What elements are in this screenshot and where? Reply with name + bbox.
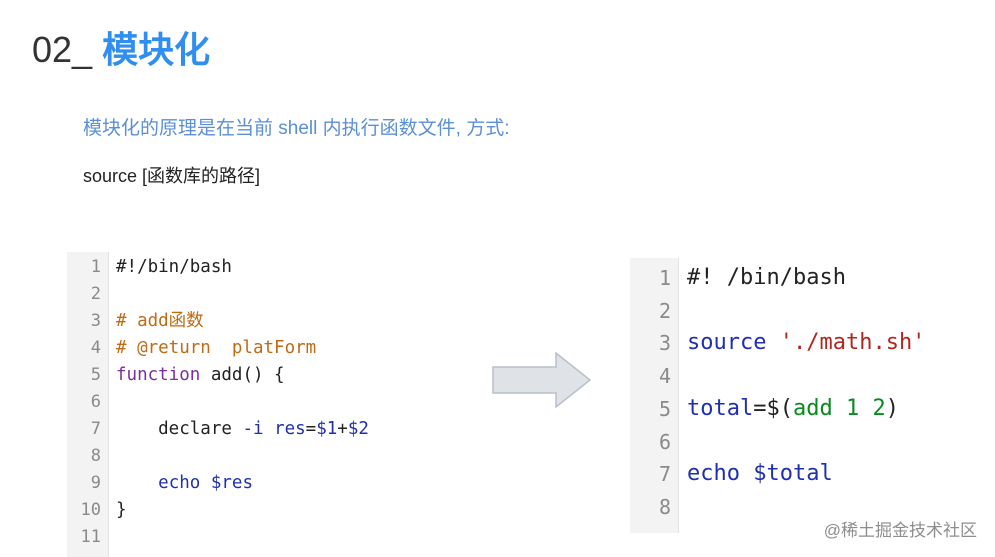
code-token: #! /bin/bash [687, 265, 846, 290]
line-number-gutter [630, 258, 679, 533]
code-token: add() { [200, 365, 285, 385]
code-token: -i [242, 419, 264, 439]
code-line: 3 # add函数 [67, 308, 467, 335]
line-number: 9 [90, 473, 101, 493]
title-name: 模块化 [102, 29, 211, 70]
line-number: 7 [658, 462, 671, 487]
code-text: function add() { [116, 362, 285, 389]
description-text: 模块化的原理是在当前 shell 内执行函数文件, 方式: [83, 118, 510, 139]
title-number: 02_ [32, 29, 93, 70]
code-token [766, 330, 779, 355]
line-number-gutter [67, 252, 109, 557]
code-line: 5 function add() { [67, 362, 467, 389]
code-token: + [337, 419, 348, 439]
code-text: total=$(add 1 2) [687, 393, 899, 426]
line-number: 2 [90, 284, 101, 304]
code-token [116, 473, 158, 493]
code-line: 2 [67, 281, 467, 308]
code-line: 7 declare -i res=$1+$2 [67, 416, 467, 443]
code-token: source [687, 330, 767, 356]
line-number: 2 [658, 298, 671, 323]
code-line: 4 # @return platForm [67, 335, 467, 362]
code-text: # add函数 [116, 308, 204, 335]
code-token: # @return platForm [116, 338, 317, 358]
line-number: 10 [80, 500, 101, 520]
code-text: #!/bin/bash [116, 254, 232, 281]
code-token: echo [158, 473, 201, 493]
line-number: 5 [658, 396, 671, 421]
code-text: echo $total [687, 458, 833, 491]
code-token: =$( [753, 395, 793, 421]
code-text: source './math.sh' [687, 327, 925, 360]
code-text: #! /bin/bash [687, 262, 846, 295]
line-number: 1 [658, 266, 671, 290]
code-token: ) [885, 395, 899, 421]
math-sh-code-block: 1 #!/bin/bash 2 3 # add函数 4 # @return platForm… [67, 252, 467, 557]
code-token: function [116, 365, 201, 385]
code-line: 2 [630, 295, 970, 328]
code-line: 3 source './math.sh' [630, 327, 970, 360]
code-line: 6 [630, 426, 970, 459]
code-line: 4 [630, 360, 970, 393]
line-number: 4 [658, 364, 671, 389]
code-token: $total [753, 461, 833, 487]
code-token: $1 [316, 419, 338, 439]
code-token [264, 419, 275, 439]
code-line: 9 echo $res [67, 470, 467, 497]
main-sh-code-block: 1 #! /bin/bash 2 3 source './math.sh' 4 5 total… [630, 258, 970, 533]
code-token: # add函数 [116, 311, 204, 331]
line-number: 6 [90, 392, 101, 412]
code-line: 1 #! /bin/bash [630, 262, 970, 295]
code-text: echo $res [116, 470, 253, 497]
code-token: add 1 2 [792, 395, 886, 421]
code-line: 11 [67, 524, 467, 551]
code-text: declare -i res=$1+$2 [116, 416, 369, 443]
right-arrow-shape [492, 352, 592, 408]
code-token: $res [210, 473, 254, 493]
code-line: 8 [630, 491, 970, 524]
code-line: 5 total=$(add 1 2) [630, 393, 970, 426]
line-number: 5 [90, 365, 101, 385]
syntax-text: source [函数库的路径] [83, 166, 261, 186]
code-token [200, 473, 211, 493]
code-token: total [687, 395, 754, 421]
code-token: #!/bin/bash [116, 257, 232, 277]
right-arrow-icon [492, 352, 592, 408]
code-text: } [116, 497, 127, 524]
line-number: 6 [658, 429, 671, 454]
code-token: $2 [347, 419, 369, 439]
code-line: 7 echo $total [630, 458, 970, 491]
line-number: 8 [658, 494, 671, 519]
code-token: declare [116, 419, 243, 439]
code-token: './math.sh' [779, 330, 926, 356]
code-token: = [305, 419, 317, 439]
code-line: 1 #!/bin/bash [67, 254, 467, 281]
code-token: res [274, 419, 306, 439]
line-number: 3 [658, 331, 671, 356]
code-text: # @return platForm [116, 335, 316, 362]
line-number: 3 [90, 311, 101, 331]
code-token: } [116, 500, 127, 520]
code-token: echo [687, 461, 740, 487]
page-title: 02_ 模块化 [32, 28, 210, 72]
source-credit: @稀土掘金技术社区 [823, 521, 977, 540]
code-line: 6 [67, 389, 467, 416]
line-number: 1 [90, 257, 101, 277]
line-number: 7 [90, 419, 101, 439]
line-number: 4 [90, 338, 101, 358]
code-token [740, 461, 753, 486]
code-line: 8 [67, 443, 467, 470]
code-line: 10} [67, 497, 467, 524]
line-number: 11 [80, 527, 101, 547]
line-number: 8 [90, 446, 101, 466]
